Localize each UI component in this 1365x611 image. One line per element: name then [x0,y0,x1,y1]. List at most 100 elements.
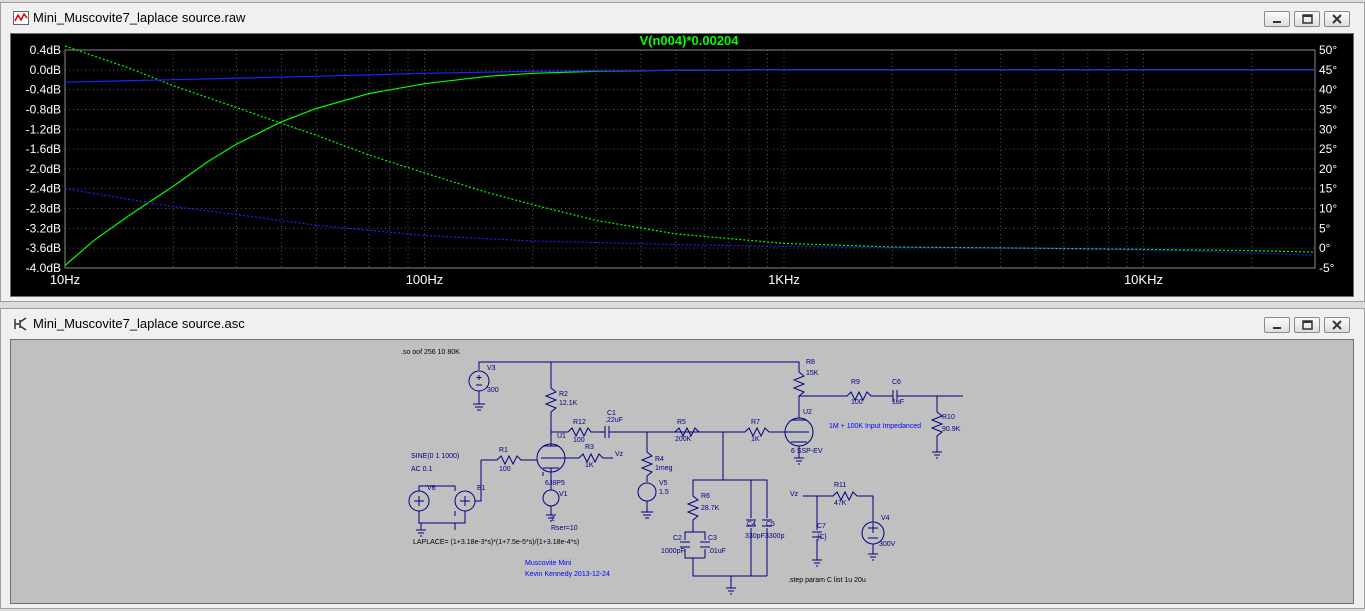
waveform-plot-canvas[interactable]: V(n004)*0.00204 0.4dB 0.0dB -0.4dB -0.8dB -1… [11,33,1353,296]
y-left-tick-label: 0.4dB [30,43,61,57]
r11-ref: R11 [834,482,846,489]
r8-ref: R8 [806,359,815,366]
y-right-tick-label: -5° [1319,261,1335,275]
u2-value: 6 SSP-EV [791,448,823,455]
y-left-tick-label: -3.6dB [26,241,61,255]
x-tick-label: 10KHz [1124,272,1163,287]
y-right-tick-label: 5° [1319,221,1331,235]
y-right-tick-label: 20° [1319,162,1337,176]
c3-value: .01uF [708,548,726,555]
series-line-V(n004)*0.00204[interactable] [64,69,1315,266]
r2-value: 12.1K [559,400,578,407]
y-left-tick-label: -4.0dB [26,261,61,275]
credit-line1[interactable]: Muscovite Mini [525,560,572,567]
y-right-tick-label: 35° [1319,102,1337,116]
directive-top[interactable]: .so oof 256 10 80K [401,349,460,356]
c7-ref: C7 [817,523,826,530]
sine-label[interactable]: SINE(0 1 1000) [411,453,459,460]
waveform-icon [13,11,29,25]
c6-value: 1uF [892,399,904,406]
minimize-button[interactable] [1264,317,1290,333]
laplace-label[interactable]: LAPLACE= (1+3.18e-3*s)*(1+7.5e-5*s)/(1+3… [413,539,579,546]
x-tick-label: 1KHz [768,272,800,287]
r12-value: 100 [573,437,585,444]
schematic-drawing[interactable]: .so oof 256 10 80K V3 300 R2 12.1K R12 1… [11,340,1353,603]
restore-icon [1302,320,1313,330]
minimize-icon [1273,21,1281,23]
y-right-tick-label: 0° [1319,241,1331,255]
schematic-window-titlebar[interactable]: Mini_Muscovite7_laplace source.asc [1,309,1364,339]
minimize-icon [1273,327,1281,329]
credit-line2[interactable]: Kevin Kennedy 2013-12-24 [525,571,610,578]
minimize-button[interactable] [1264,11,1290,27]
c4-value: 330pF [745,533,765,540]
r6-ref: R6 [701,493,710,500]
restore-button[interactable] [1294,11,1320,27]
r7-ref: R7 [751,419,760,426]
y-left-tick-label: -2.8dB [26,202,61,216]
r2-ref: R2 [559,391,568,398]
c1-ref: C1 [607,410,616,417]
r5-ref: R5 [677,419,686,426]
v3-ref: V3 [487,365,496,372]
y-left-tick-label: 0.0dB [30,63,61,77]
schematic-icon [14,317,27,331]
y-right-tick-label: 40° [1319,83,1337,97]
y-left-tick-label: -3.2dB [26,221,61,235]
c2-value: 1000pF [661,548,685,555]
v3-value: 300 [487,387,499,394]
y-left-tick-label: -1.2dB [26,122,61,136]
restore-button[interactable] [1294,317,1320,333]
v5-ref: V5 [659,480,668,487]
close-icon [1332,14,1342,24]
r3-value: 1K [585,462,594,469]
vz-label-r11: Vz [790,491,799,498]
r3-ref: R3 [585,444,594,451]
close-icon [1332,320,1342,330]
schematic-canvas[interactable]: .so oof 256 10 80K V3 300 R2 12.1K R12 1… [10,339,1354,604]
r9-value: 100 [851,399,863,406]
plot-window-titlebar[interactable]: Mini_Muscovite7_laplace source.raw [1,3,1364,33]
c5-value: 3300p [765,533,785,540]
waveform-plot[interactable]: V(n004)*0.00204 0.4dB 0.0dB -0.4dB -0.8dB -1… [10,33,1354,297]
v5-value: 1.5 [659,489,669,496]
y-left-tick-label: -1.6dB [26,142,61,156]
plot-window-title: Mini_Muscovite7_laplace source.raw [33,10,246,25]
y-left-tick-label: -0.4dB [26,83,61,97]
r4-value: 1meg [655,465,673,472]
u1-value: 6J8P5 [545,480,565,487]
r10-value: 90.9K [942,426,961,433]
ac-label[interactable]: AC 0.1 [411,466,433,473]
c4-ref: C4 [747,521,756,528]
y-left-tick-label: -0.8dB [26,102,61,116]
wires [408,361,963,595]
y-right-tick-label: 15° [1319,182,1337,196]
y-right-tick-label: 10° [1319,202,1337,216]
step-directive[interactable]: .step param C list 1u 20u [788,577,866,584]
v4-value: 300V [879,541,896,548]
rser-label: Rser=10 [551,525,578,532]
x-tick-label: 10Hz [50,272,80,287]
y-left-tick-label: -2.4dB [26,182,61,196]
impedance-note[interactable]: 1M + 100K Input Impedanced [829,423,921,430]
y-right-tick-label: 45° [1319,63,1337,77]
r5-value: 200K [675,436,692,443]
r8-value: 15K [806,370,819,377]
r10-ref: R10 [942,414,955,421]
r11-value: 47K [834,500,847,507]
r9-ref: R9 [851,379,860,386]
v4-ref: V4 [881,515,890,522]
v1-ref: V1 [559,491,568,498]
series-line-blue-dotted[interactable] [64,188,1316,256]
close-button[interactable] [1324,11,1350,27]
c3-ref: C3 [708,535,717,542]
x-tick-label: 100Hz [406,272,444,287]
c6-ref: C6 [892,379,901,386]
y-right-tick-label: 50° [1319,43,1337,57]
series-line-blue-solid[interactable] [64,69,1315,83]
r7-value: 1K [751,436,760,443]
close-button[interactable] [1324,317,1350,333]
trace-label[interactable]: V(n004)*0.00204 [639,33,739,48]
v6-ref: V6 [427,485,436,492]
y-right-tick-label: 30° [1319,122,1337,136]
